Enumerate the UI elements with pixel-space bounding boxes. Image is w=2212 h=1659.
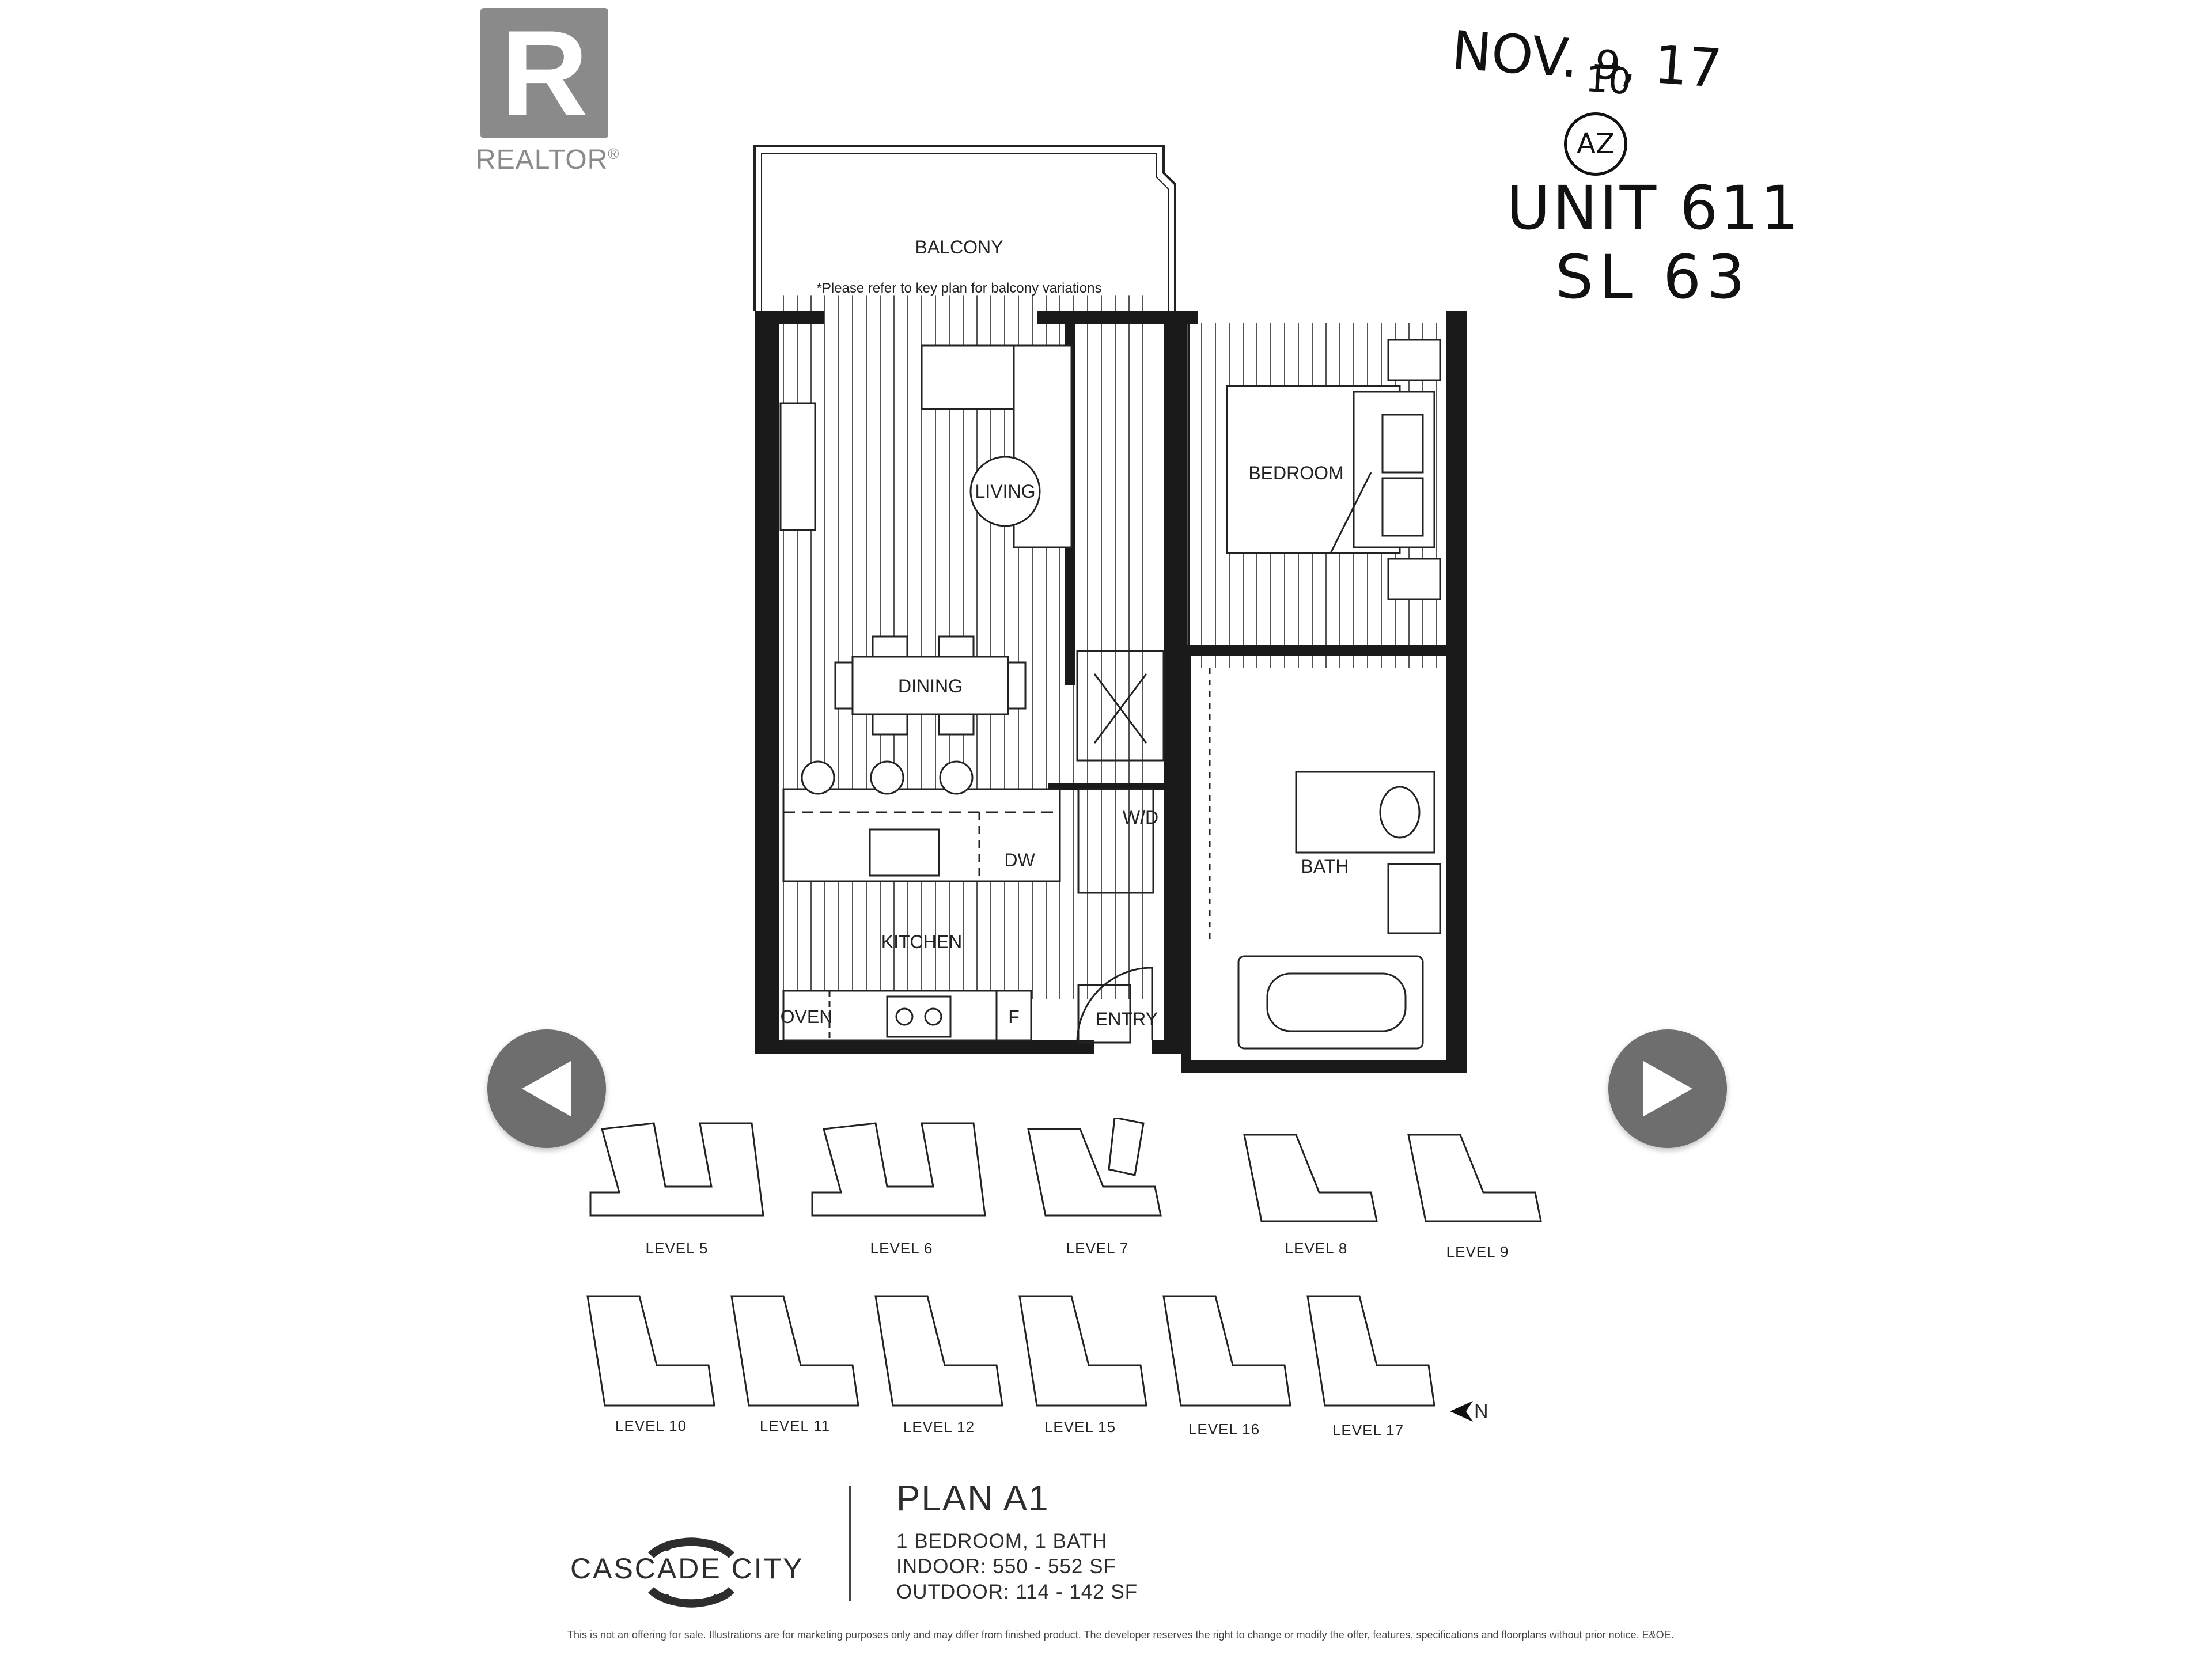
level-label: LEVEL 10 [615, 1417, 687, 1434]
key-plan-level-12-diagram [874, 1295, 1003, 1407]
wd-label: W/D [1123, 807, 1158, 828]
kitchen-island [782, 760, 1061, 882]
dw-label: DW [1004, 850, 1035, 870]
living-label: LIVING [975, 481, 1036, 502]
level-label: LEVEL 6 [870, 1240, 933, 1257]
key-plan-level-5-diagram [589, 1122, 764, 1217]
bath-fixtures [1209, 668, 1441, 1050]
living-circle [969, 456, 1041, 527]
balcony-label: BALCONY [915, 237, 1003, 257]
north-indicator: N [1449, 1400, 1488, 1423]
level-label: LEVEL 5 [645, 1240, 709, 1257]
key-plan-level-9-diagram [1407, 1134, 1542, 1222]
registered-mark: ® [608, 145, 620, 162]
level-label: LEVEL 12 [903, 1418, 975, 1435]
balcony [753, 145, 1176, 311]
realtor-letter: R [501, 5, 588, 141]
oven-label: OVEN [781, 1006, 833, 1027]
key-plan-level-8-diagram [1243, 1134, 1378, 1222]
cascade-city-logo-icon [648, 1537, 734, 1608]
tv-unit [779, 402, 816, 531]
bedroom-bath-plan: BEDROOM BATH [1181, 311, 1467, 1073]
key-plan-level-7-diagram [1027, 1118, 1162, 1217]
entry-door [1076, 967, 1153, 1041]
kitchen-label: KITCHEN [881, 931, 962, 952]
key-plan-row-1: LEVEL 5 LEVEL 6 LEVEL 7 LEVEL 8 LEVEL 9 [585, 1118, 1552, 1267]
disclaimer-text: This is not an offering for sale. Illust… [567, 1629, 1674, 1641]
plan-outdoor-area: OUTDOOR: 114 - 142 SF [896, 1581, 1138, 1603]
handwritten-unit: UNIT 611 [1506, 173, 1801, 243]
bedroom-walls [1181, 311, 1467, 1073]
balcony-note: *Please refer to key plan for balcony va… [817, 281, 1102, 296]
kitchen-counter [782, 990, 1032, 1041]
level-label: LEVEL 7 [1066, 1240, 1129, 1257]
key-plan-row-2: LEVEL 10 LEVEL 11 LEVEL 12 LEVEL 15 LEVE… [582, 1290, 1561, 1440]
play-left-icon [522, 1061, 571, 1116]
key-plan-level-15-diagram [1018, 1295, 1147, 1407]
key-plan-level-10-diagram [586, 1295, 715, 1407]
play-right-icon [1643, 1061, 1692, 1116]
north-arrow-icon [1450, 1401, 1473, 1422]
level-label: LEVEL 16 [1188, 1421, 1260, 1438]
dining-label: DINING [898, 676, 963, 696]
brand-name: CASCADE CITY [570, 1552, 804, 1585]
level-label: LEVEL 8 [1285, 1240, 1348, 1257]
plan-beds-baths: 1 BEDROOM, 1 BATH [896, 1530, 1108, 1552]
bed [1226, 339, 1441, 600]
initials: AZ [1577, 128, 1615, 160]
date-suffix: , 17 [1618, 31, 1724, 100]
plan-title: PLAN A1 [896, 1479, 1050, 1518]
key-plan-level-11-diagram [730, 1295, 859, 1407]
fridge-label: F [1008, 1006, 1020, 1027]
north-label: N [1474, 1400, 1488, 1422]
realtor-logo: R REALTOR® [476, 8, 619, 175]
next-button[interactable] [1608, 1029, 1727, 1148]
date-prefix: NOV. [1449, 19, 1581, 90]
key-plan-level-16-diagram [1162, 1295, 1291, 1407]
bedroom-label: BEDROOM [1248, 463, 1343, 483]
info-divider [849, 1486, 851, 1601]
initials-circle: AZ [1564, 112, 1627, 176]
dining-table [834, 635, 1027, 736]
key-plan-level-6-diagram [811, 1122, 986, 1217]
handwritten-date: NOV. 9 10 , 17 [1449, 19, 1724, 103]
level-label: LEVEL 9 [1446, 1243, 1509, 1260]
realtor-wordmark: REALTOR [476, 145, 608, 175]
handwritten-sl: SL 63 [1555, 242, 1751, 312]
previous-button[interactable] [487, 1029, 606, 1148]
level-label: LEVEL 17 [1332, 1422, 1404, 1439]
realtor-mark: R [480, 8, 608, 138]
level-label: LEVEL 11 [759, 1417, 831, 1434]
date-corrected: 10 [1584, 58, 1633, 103]
bath-label: BATH [1301, 856, 1349, 877]
key-plan-level-17-diagram [1306, 1295, 1435, 1407]
entry-label: ENTRY [1096, 1009, 1158, 1029]
level-label: LEVEL 15 [1044, 1418, 1116, 1435]
plan-indoor-area: INDOOR: 550 - 552 SF [896, 1555, 1116, 1578]
